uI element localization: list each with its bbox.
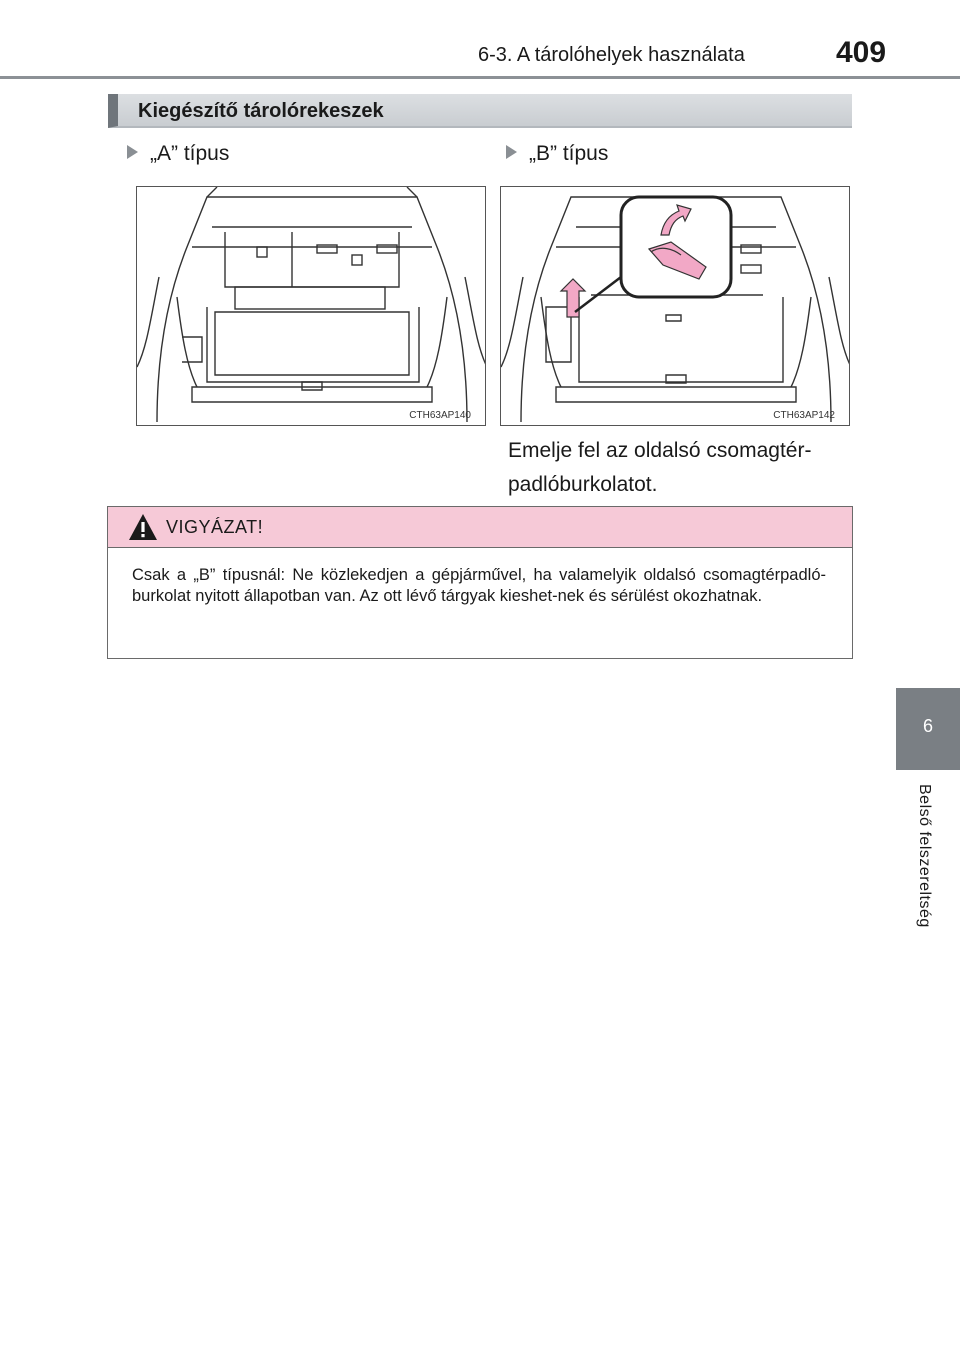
trunk-illustration-b — [501, 195, 849, 423]
warning-icon — [129, 514, 157, 540]
header-title: 6-3. A tárolóhelyek használata — [478, 44, 745, 66]
variant-b-label: „B” típus — [529, 142, 609, 165]
figure-code-a: CTH63AP140 — [409, 410, 471, 421]
variant-a-label: „A” típus — [150, 142, 230, 165]
warning-body: Csak a „B” típusnál: Ne közlekedjen a gé… — [132, 566, 826, 605]
figure-type-b: CTH63AP142 — [500, 186, 850, 426]
variant-a-heading: „A” típus — [127, 142, 229, 166]
page-number: 409 — [836, 36, 887, 69]
figure-type-a: CTH63AP140 — [136, 186, 486, 426]
triangle-bullet-icon — [127, 145, 138, 159]
chapter-tab: 6 — [896, 688, 960, 770]
triangle-bullet-icon — [506, 145, 517, 159]
section-title: Kiegészítő tárolórekeszek — [138, 100, 384, 122]
instruction-text: Emelje fel az oldalsó csomagtér-padlóbur… — [508, 439, 812, 496]
trunk-illustration-a — [137, 187, 485, 423]
arrow-icon — [559, 278, 587, 318]
chapter-label: Belső felszereltség — [916, 784, 933, 928]
zoom-callout — [574, 195, 733, 313]
figure-code-b: CTH63AP142 — [773, 410, 835, 421]
chapter-number: 6 — [922, 716, 933, 736]
variant-b-heading: „B” típus — [506, 142, 608, 166]
warning-title: VIGYÁZAT! — [166, 517, 264, 537]
warning-header: VIGYÁZAT! — [108, 507, 852, 548]
warning-box: VIGYÁZAT! Csak a „B” típusnál: Ne közlek… — [107, 506, 853, 659]
section-bar: Kiegészítő tárolórekeszek — [108, 94, 852, 128]
header-divider — [0, 76, 960, 79]
